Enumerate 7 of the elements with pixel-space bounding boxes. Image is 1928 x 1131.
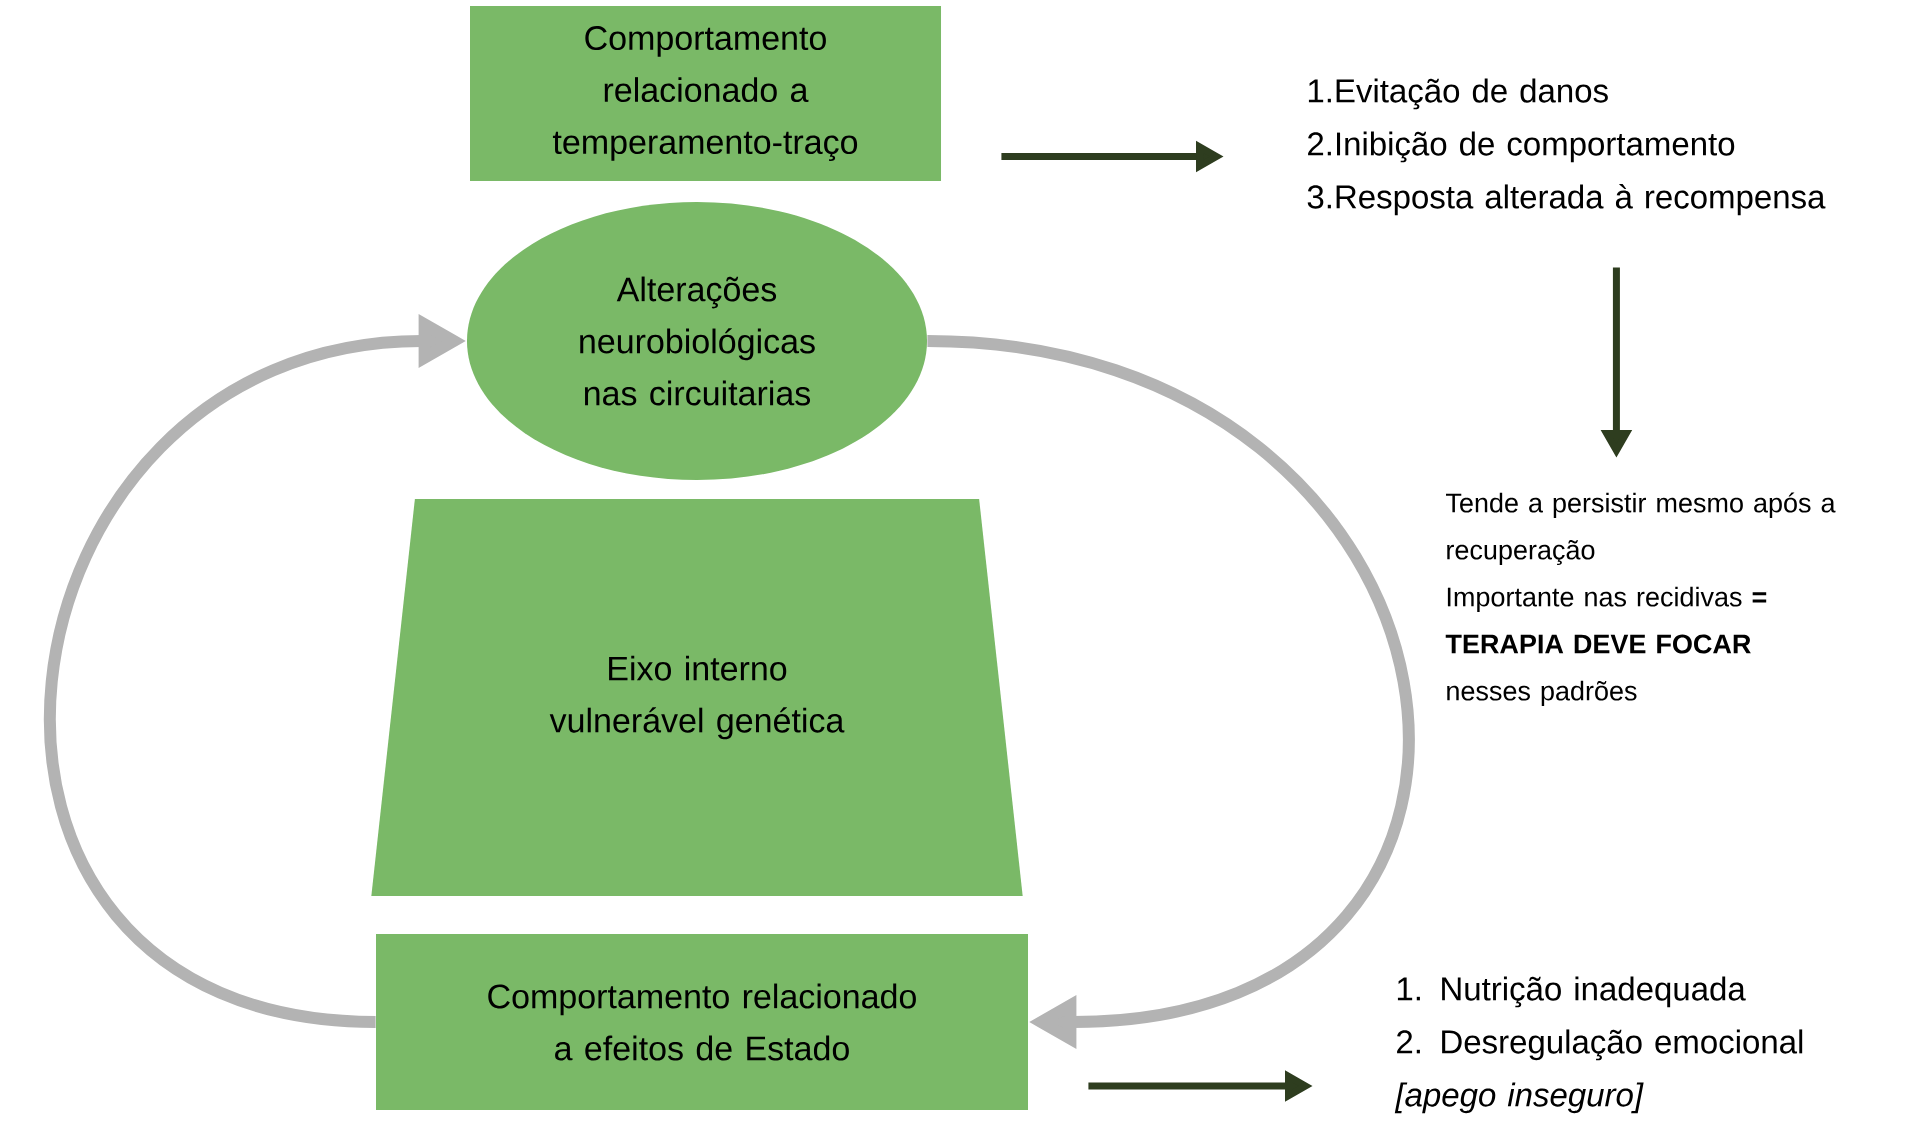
list-text: 1. Nutrição inadequada 2. Desregulação emocional [apego inseguro] — [1394, 976, 1803, 1114]
curved-arrow — [926, 335, 1414, 1050]
process-trapezoid: Eixo interno vulnerável genética — [371, 499, 1023, 896]
process-box: Comportamento relacionado a temperamento-traço — [470, 6, 941, 181]
process-box: Comportamento relacionado a efeitos de Estado — [376, 934, 1028, 1110]
list-text: 1.Evitação de danos 2.Inibição de comportamento 3.Resposta alterada à recompensa — [1307, 78, 1826, 216]
note-text: Tende a persistir mesmo após a recuperação Importante nas recidivas = TERAPIA DEVE FOCAR nesses padrões — [1445, 492, 1836, 706]
